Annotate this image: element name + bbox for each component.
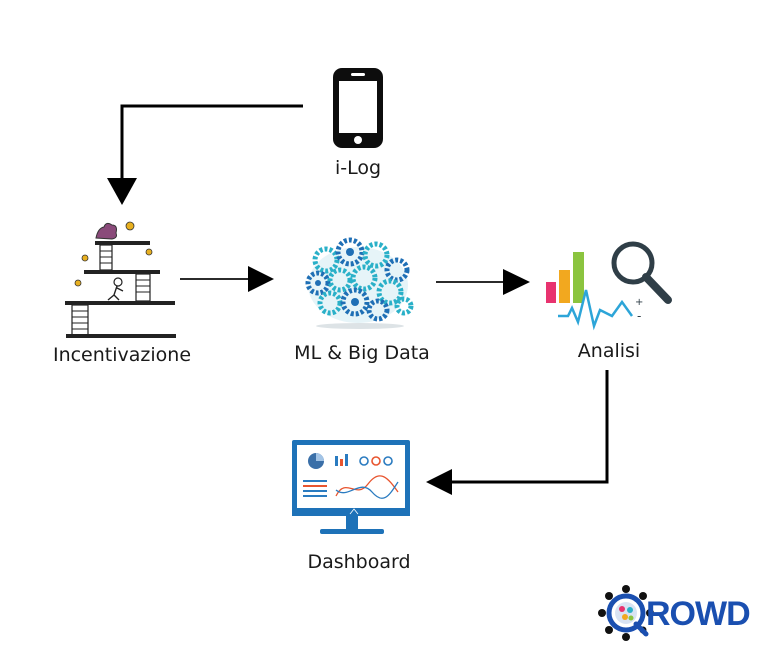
incentivazione-label: Incentivazione: [52, 344, 192, 366]
smartphone-icon: [333, 68, 383, 148]
qrowd-logo-icon: [598, 585, 654, 641]
svg-text:-: -: [637, 309, 641, 323]
gear-brain-icon: [305, 237, 414, 329]
arrow-incentivazione-to-ml: [180, 266, 274, 292]
svg-text:+: +: [635, 297, 643, 308]
arrow-analisi-to-dashboard: [426, 370, 609, 495]
arrow-ml-to-analisi: [436, 269, 530, 295]
ilog-label: i-Log: [334, 157, 382, 179]
stairs-game-icon: [65, 221, 176, 338]
ml-big-data-label: ML & Big Data: [294, 342, 430, 364]
dashboard-label: Dashboard: [307, 551, 411, 573]
analisi-label: Analisi: [577, 340, 641, 362]
chart-magnifier-icon: + -: [546, 241, 672, 331]
monitor-dashboard-icon: [292, 440, 410, 534]
arrow-ilog-to-incentivazione: [107, 104, 303, 205]
logo-wordmark: ROWD: [646, 595, 751, 633]
